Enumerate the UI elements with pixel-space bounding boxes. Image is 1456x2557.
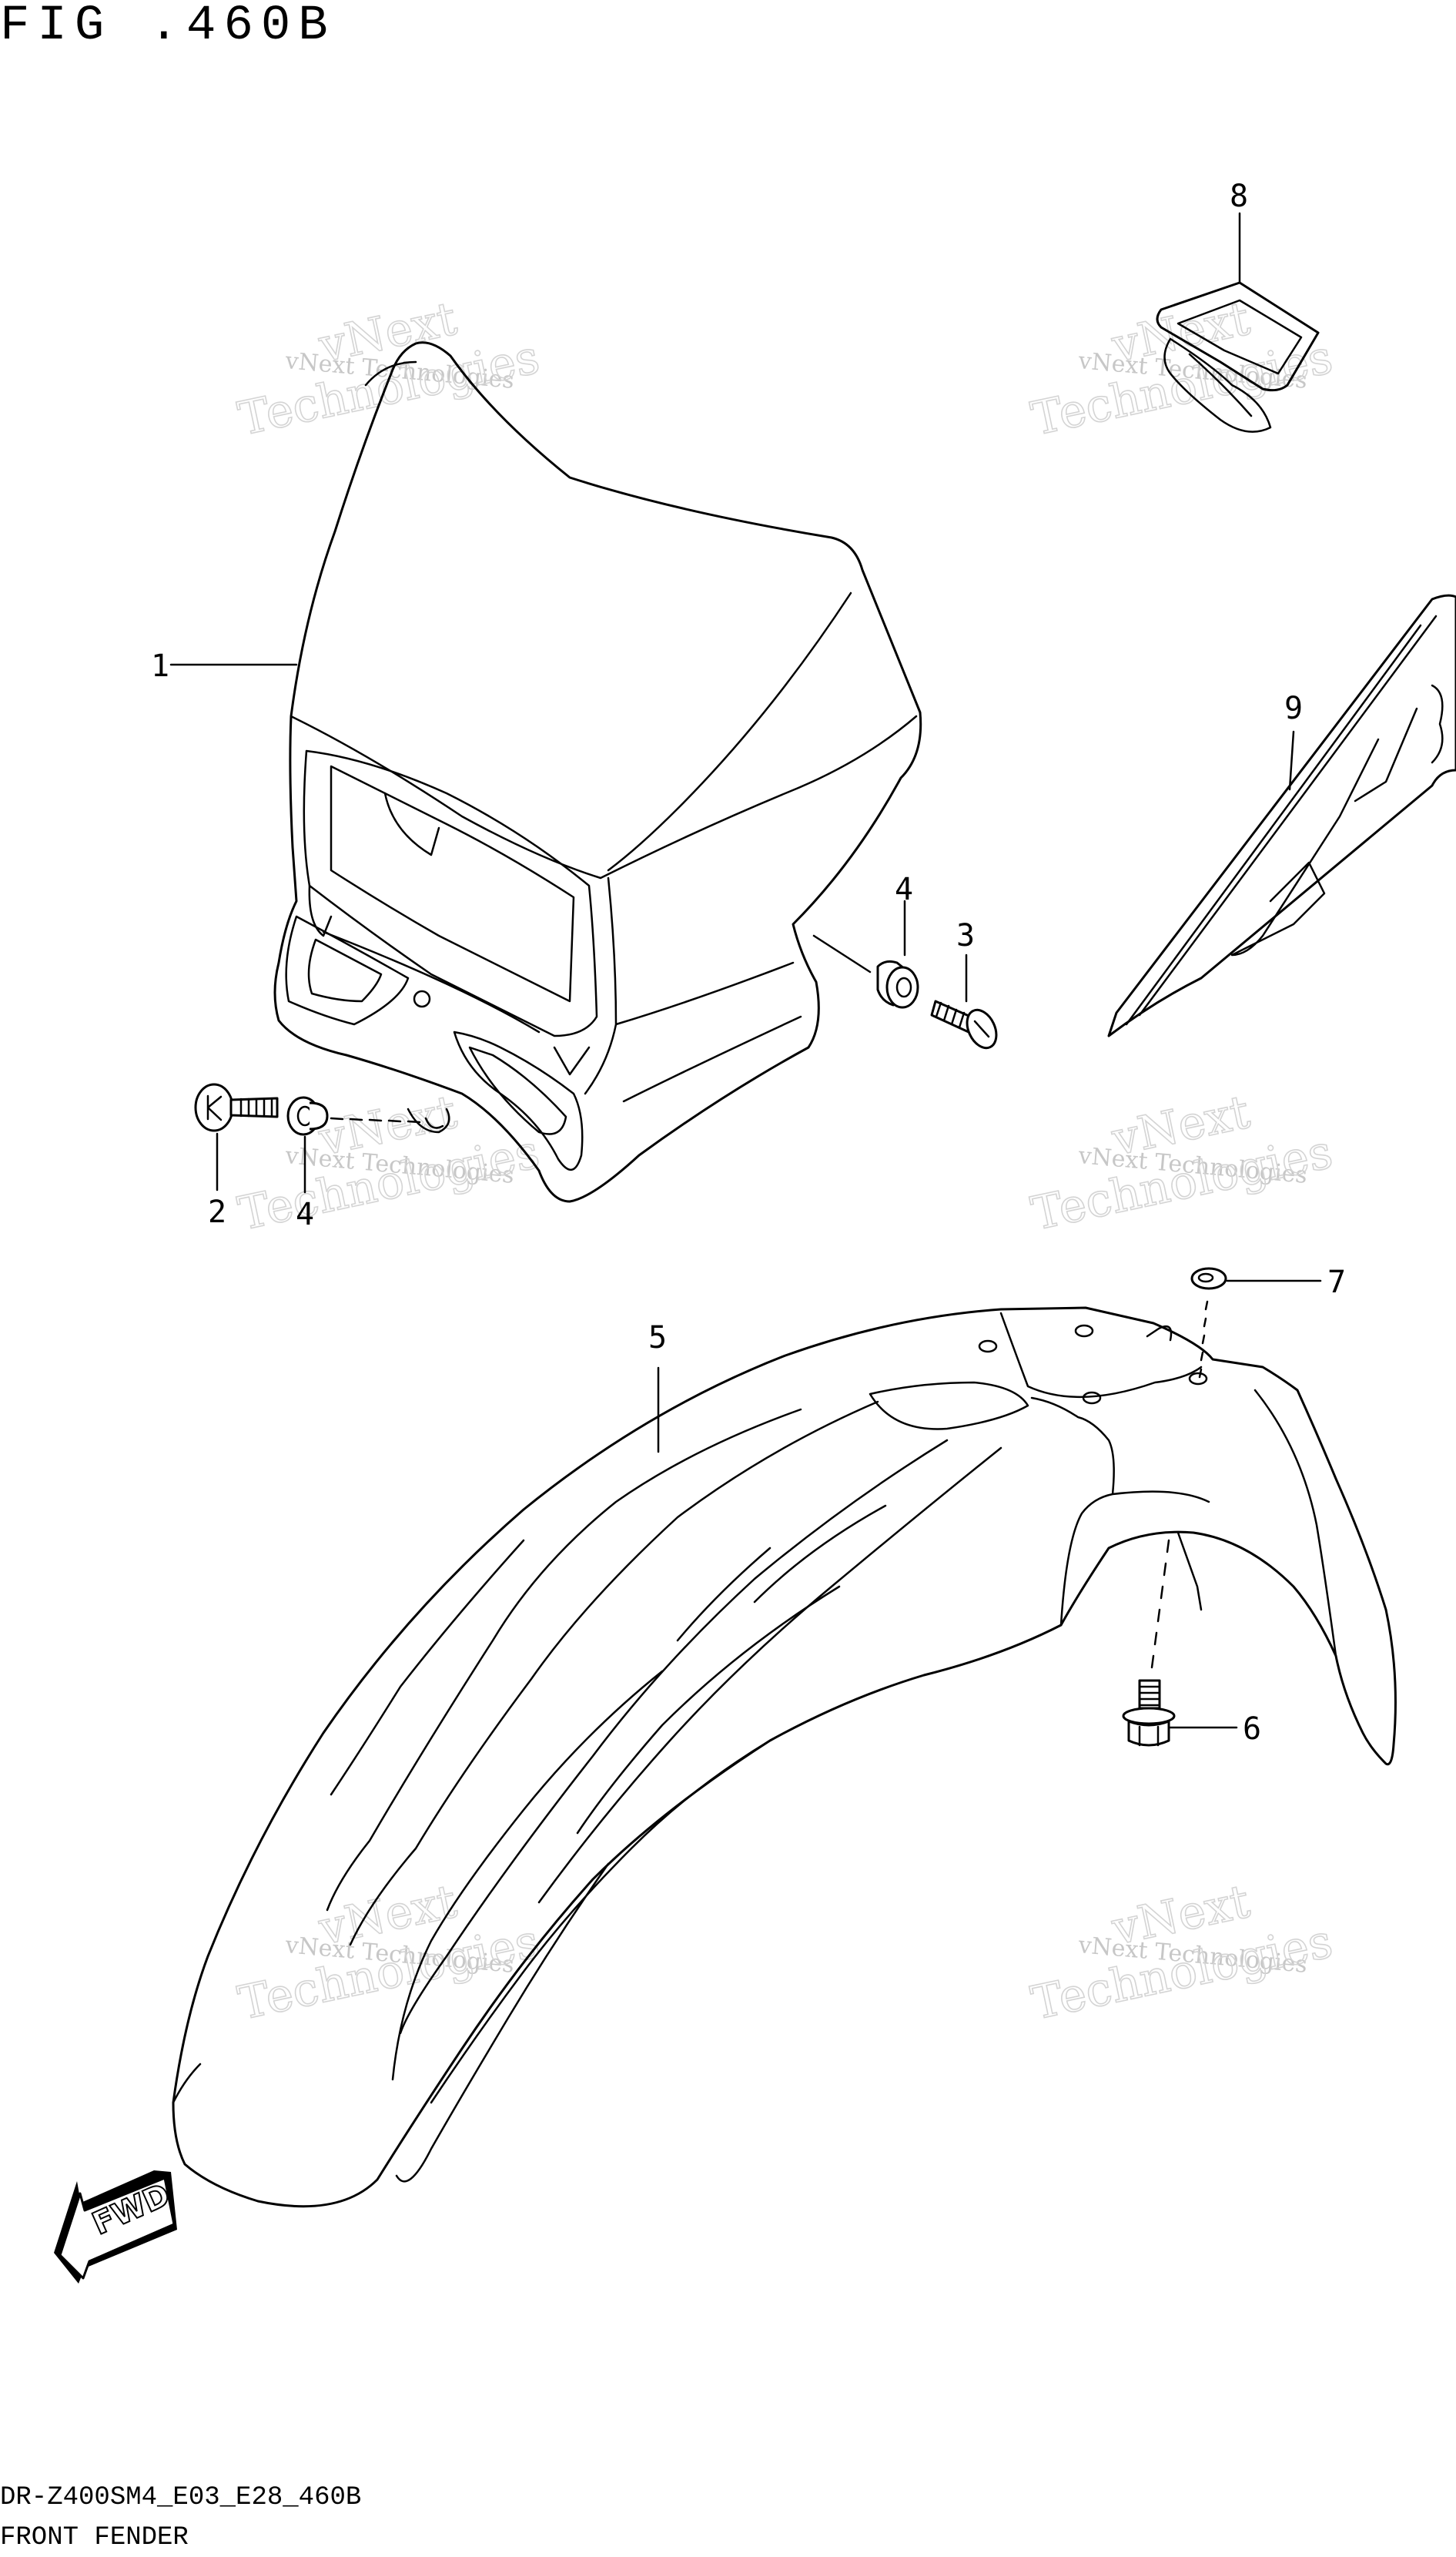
cowl-right-vent-inner	[468, 1046, 567, 1135]
watermark-bottom-right: vNext Technologies vNext Technologies	[1026, 1874, 1338, 2031]
cowl-lower-rib	[322, 930, 541, 1034]
part-8-emblem[interactable]	[1156, 281, 1320, 433]
callout-7: 7	[1327, 1265, 1346, 1300]
fender-top-ridge	[1146, 1325, 1173, 1342]
fender-rib-5	[330, 1539, 525, 1796]
fender-tip-curve	[1253, 1389, 1337, 1657]
watermark-middle-left: vNext Technologies vNext Technologies	[233, 1084, 545, 1242]
part-3-screw[interactable]	[930, 1000, 1002, 1053]
fender-rear-panel	[999, 1312, 1203, 1399]
callout-labels: 1 2 3 4 4 5 6 7 8 9	[151, 179, 1346, 1747]
clip-nut-body	[1190, 1267, 1227, 1290]
cowl-visor-edge	[290, 715, 918, 880]
callout-9: 9	[1284, 691, 1303, 726]
part-1-headlight-cowl[interactable]	[273, 341, 922, 1203]
part-4-grommet-right[interactable]	[812, 934, 919, 1009]
fender-rib-3	[576, 1585, 841, 1835]
flange-bolt-leader	[1150, 1539, 1170, 1669]
fender-front-lip	[172, 2063, 202, 2104]
headlight-opening	[303, 749, 598, 1037]
cowl-lower-lip	[308, 884, 333, 937]
callout-2: 2	[208, 1195, 226, 1230]
grommet-left-body	[309, 1101, 329, 1131]
part-6-flange-bolt[interactable]	[1122, 1539, 1176, 1747]
callout-leaders	[169, 212, 1322, 1729]
screw-slot	[973, 1020, 990, 1038]
decal-outline	[1107, 594, 1456, 1037]
part-9-decal[interactable]	[1107, 594, 1456, 1037]
cowl-crease	[607, 591, 852, 872]
decal-graphic	[1230, 684, 1444, 957]
fender-slot	[869, 1381, 1029, 1430]
part-5-front-fender[interactable]	[172, 1306, 1397, 2208]
flange-bolt-thread-body	[1138, 1679, 1161, 1710]
callout-5: 5	[648, 1320, 667, 1356]
cowl-outline	[273, 341, 922, 1203]
figure-name: FRONT FENDER	[0, 2523, 189, 2552]
fender-groove-lower	[349, 1400, 879, 1946]
fender-fork-mount	[1030, 1396, 1210, 1627]
clip-nut-hole	[1197, 1272, 1214, 1283]
model-code: DR-Z400SM4_E03_E28_460B	[0, 2483, 362, 2512]
fender-hole-4	[1188, 1372, 1208, 1386]
fender-rib-2	[537, 1446, 1002, 1904]
fwd-arrow-body	[59, 2177, 176, 2280]
fender-inner-line	[1177, 1531, 1203, 1611]
flange-bolt-thread	[1138, 1685, 1161, 1707]
bolt-head-mark	[206, 1094, 223, 1121]
leader-9	[1288, 730, 1295, 791]
part-2-bolt[interactable]	[194, 1083, 279, 1132]
cowl-bottom-tab	[407, 1108, 450, 1134]
callout-1: 1	[151, 648, 169, 684]
grommet-left-seat	[424, 1117, 444, 1129]
decal-stripe-lines	[1125, 615, 1438, 1026]
emblem-lower-line	[1188, 353, 1253, 417]
fender-hole-1	[978, 1339, 998, 1353]
cowl-notch	[553, 1046, 591, 1076]
part-7-clip-nut[interactable]	[1190, 1267, 1227, 1379]
callout-3: 3	[956, 918, 975, 953]
grommet-right-flange	[885, 966, 919, 1009]
flange-bolt-hex	[1138, 1725, 1160, 1747]
fender-groove-upper	[326, 1408, 802, 1912]
cowl-top-edge	[364, 360, 417, 387]
fender-rib-6	[430, 1739, 772, 2104]
callout-6: 6	[1243, 1711, 1261, 1747]
bolt-head	[194, 1083, 234, 1132]
bolt-shank	[229, 1097, 279, 1118]
cowl-side-panels	[584, 876, 802, 1103]
fender-hole-3	[1082, 1391, 1102, 1405]
clip-nut-leader	[1198, 1300, 1209, 1379]
flange-bolt-head	[1127, 1720, 1170, 1747]
figure-title: FIG .460B	[0, 0, 336, 54]
emblem-outline	[1156, 281, 1320, 392]
bolt-thread	[239, 1098, 273, 1118]
fender-rib-8	[395, 1862, 610, 2183]
callout-8: 8	[1230, 179, 1248, 214]
screw-thread	[935, 1001, 966, 1029]
fender-hole-2	[1074, 1324, 1094, 1338]
grommet-left-leader	[330, 1117, 421, 1124]
emblem-inner	[1177, 299, 1303, 375]
fender-rib-7	[676, 1504, 887, 1642]
cowl-left-vent	[285, 915, 410, 1026]
grommet-right-hole	[895, 977, 912, 998]
callout-4b: 4	[296, 1197, 314, 1232]
part-4-grommet-left[interactable]	[286, 1096, 444, 1136]
cowl-left-vent-inner	[307, 938, 383, 1003]
cowl-mount-hole	[413, 990, 431, 1008]
fender-rib-4	[391, 1670, 664, 2081]
emblem-lower-lobe	[1163, 337, 1272, 433]
watermark-top-left: vNext Technologies vNext Technologies	[233, 291, 545, 447]
callout-4a: 4	[895, 872, 913, 907]
flange-bolt-flange	[1122, 1707, 1176, 1725]
fender-rib-1	[399, 1439, 949, 2035]
headlight-lens-recess	[330, 765, 575, 1003]
watermark-middle-right: vNext Technologies vNext Technologies	[1026, 1084, 1338, 1242]
fwd-arrow: FWD	[54, 2170, 177, 2284]
grommet-right-leader	[812, 934, 872, 974]
headlight-inner-step	[383, 792, 440, 856]
